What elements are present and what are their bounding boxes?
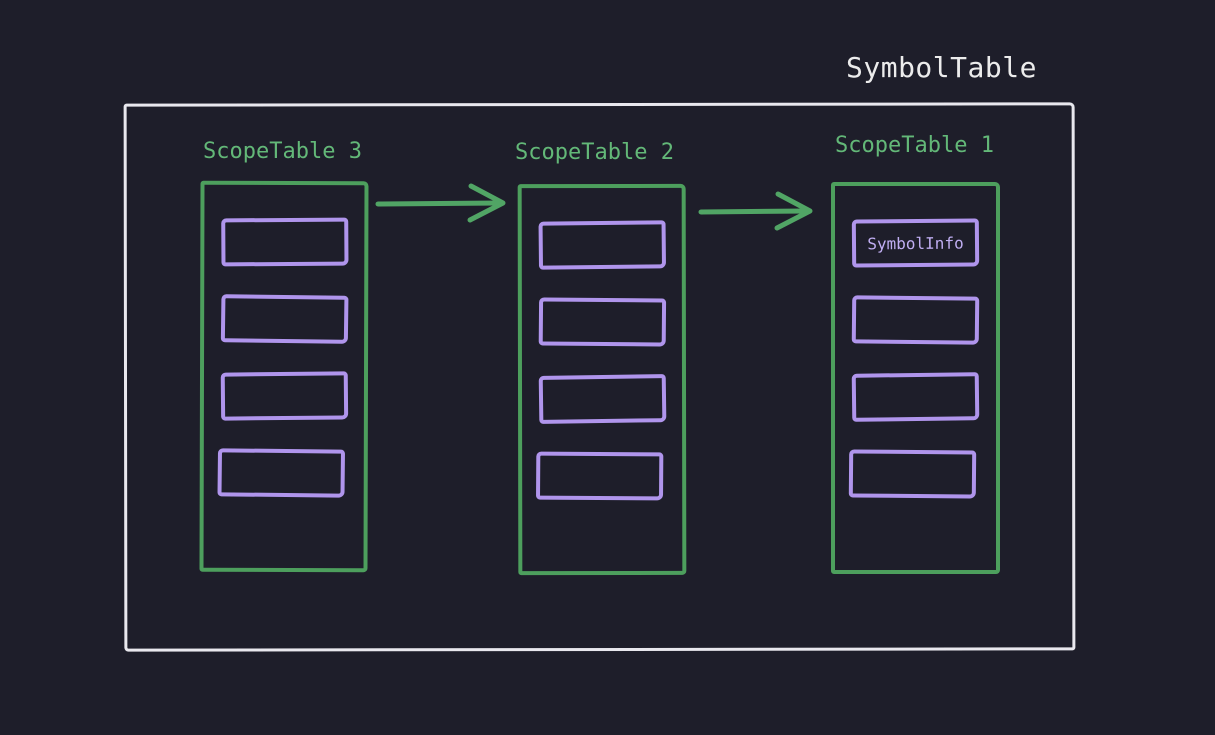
- scope-table-2-label: ScopeTable 2: [515, 140, 674, 165]
- symbol-slot: [848, 449, 977, 499]
- diagram-title: SymbolTable: [846, 51, 1037, 84]
- symbol-info-slot: SymbolInfo: [851, 218, 980, 268]
- symbol-slot: [220, 217, 348, 267]
- symbol-slot: [535, 451, 663, 501]
- symbol-slot: [220, 371, 348, 421]
- scope-table-1-box: SymbolInfo: [831, 182, 1000, 574]
- symbol-slot: [538, 374, 666, 424]
- scope-table-1-label: ScopeTable 1: [835, 133, 994, 158]
- symbol-slot: [851, 295, 980, 345]
- scope-table-3-label: ScopeTable 3: [203, 139, 362, 164]
- symbol-slot: [538, 297, 666, 347]
- symbol-slot: [851, 372, 980, 422]
- symbol-slot: [220, 294, 348, 344]
- scope-table-3-box: [199, 180, 369, 573]
- symbol-slot: [538, 220, 666, 270]
- symbol-slot: [216, 448, 345, 498]
- scope-table-2-box: [517, 183, 687, 576]
